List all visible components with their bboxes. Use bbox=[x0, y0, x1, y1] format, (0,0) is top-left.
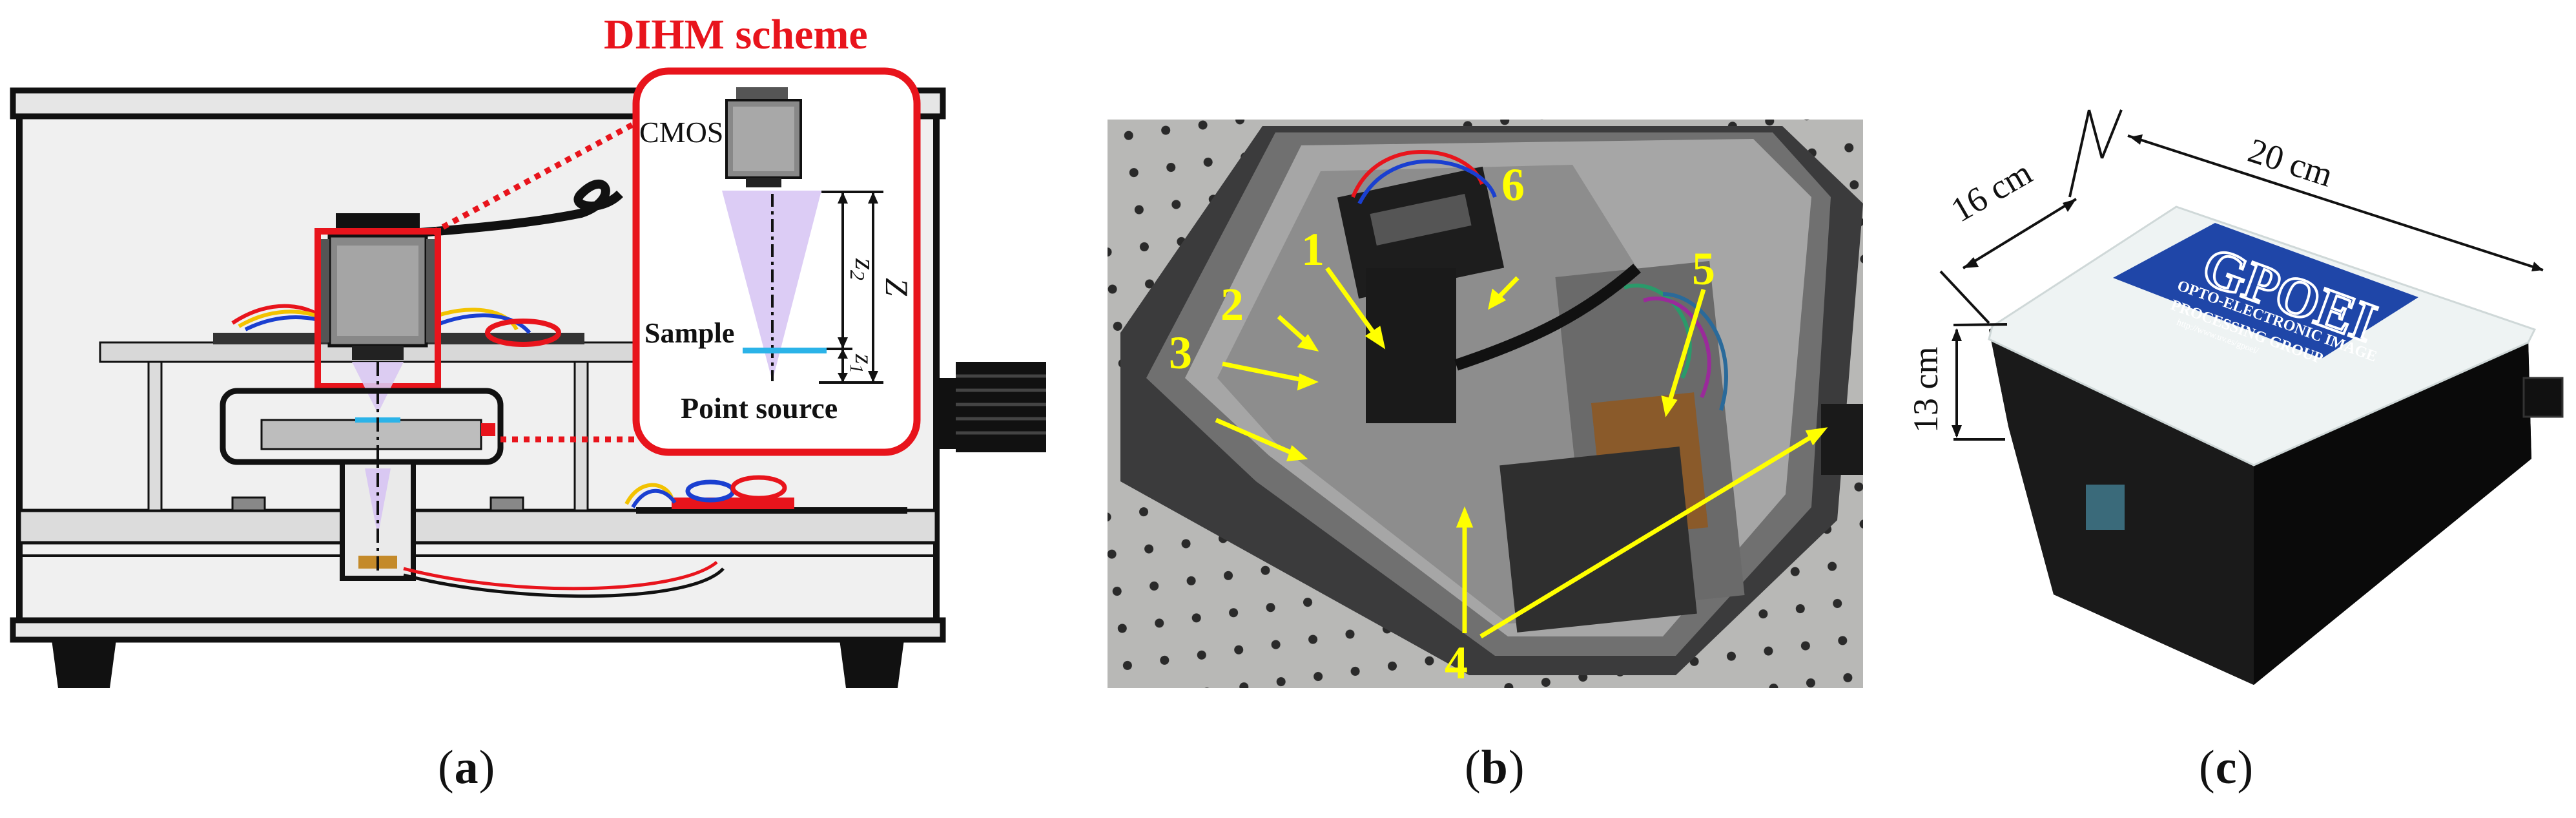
base-plate bbox=[17, 509, 938, 545]
callout-4: 4 bbox=[1445, 637, 1468, 688]
dihm-scheme-title: DIHM scheme bbox=[604, 11, 868, 58]
panel-a-schematic: DIHM scheme CMOS Sample Point source z2 … bbox=[10, 11, 1046, 688]
callout-6: 6 bbox=[1501, 159, 1525, 211]
callout-3: 3 bbox=[1169, 327, 1192, 379]
panel-c-photo: GPOEI OPTO-ELECTRONIC IMAGE PROCESSING G… bbox=[1906, 109, 2564, 685]
caption-c: (c) bbox=[2199, 741, 2254, 794]
dim-length: 16 cm bbox=[1944, 153, 2039, 230]
label-z: Z bbox=[879, 278, 915, 297]
label-z2: z bbox=[849, 258, 882, 270]
label-z1-sub: 1 bbox=[846, 364, 866, 373]
foot-right bbox=[840, 640, 904, 688]
sample-slide bbox=[260, 419, 482, 450]
dim-width: 20 cm bbox=[2243, 131, 2337, 194]
panel-b-photo: 1 2 3 4 5 6 bbox=[1108, 120, 1863, 688]
label-z2-sub: 2 bbox=[846, 270, 869, 280]
caption-a: (a) bbox=[438, 741, 496, 794]
caption-b: (b) bbox=[1465, 741, 1525, 794]
gpoei-logo bbox=[2113, 223, 2418, 359]
svg-text:z2: z2 bbox=[846, 258, 882, 280]
dim-height: 13 cm bbox=[1906, 347, 1945, 433]
label-z1: z bbox=[850, 353, 879, 364]
foot-left bbox=[52, 640, 116, 688]
callout-1: 1 bbox=[1301, 224, 1324, 275]
cabinet-bottom-rim bbox=[10, 617, 946, 643]
callout-5: 5 bbox=[1692, 243, 1715, 295]
knob-stem bbox=[936, 378, 956, 449]
label-point-source: Point source bbox=[681, 392, 838, 425]
callout-2: 2 bbox=[1221, 278, 1244, 330]
label-sample: Sample bbox=[644, 317, 734, 349]
label-cmos: CMOS bbox=[639, 116, 723, 149]
svg-text:z1: z1 bbox=[846, 353, 879, 373]
